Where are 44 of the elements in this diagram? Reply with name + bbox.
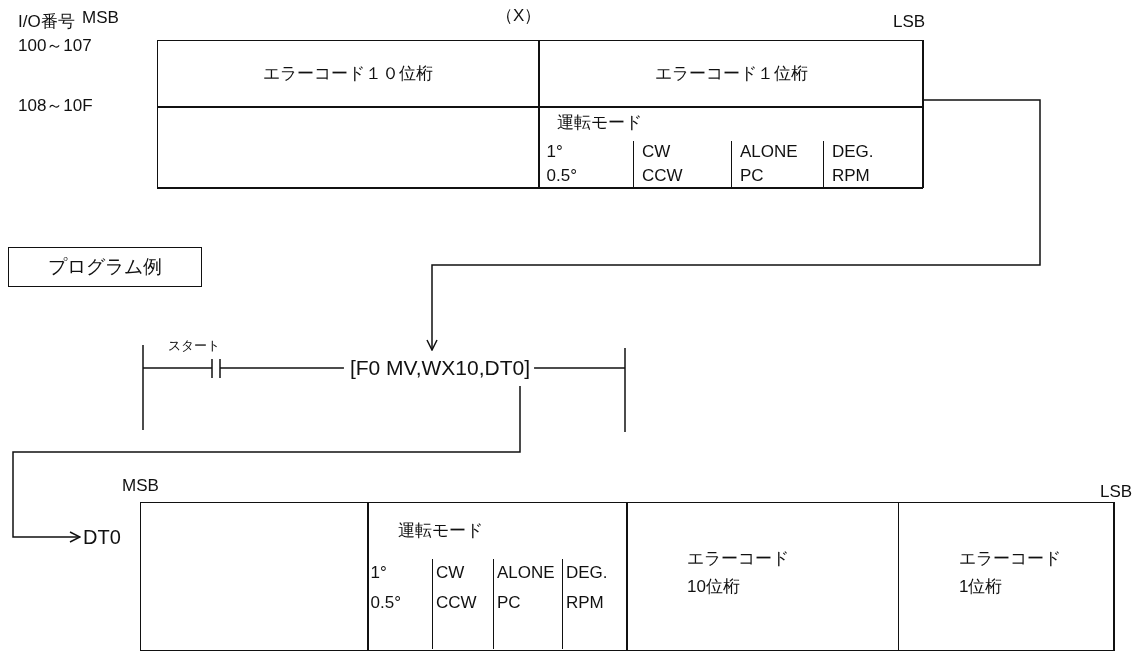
label-text: LSB	[893, 12, 926, 33]
label-text: I/O番号	[18, 12, 75, 33]
option-text: 0.5°	[546, 166, 577, 187]
table-cell	[367, 501, 628, 651]
table-cell	[156, 106, 540, 188]
option-text: CCW	[642, 166, 683, 187]
register-label: DT0	[83, 525, 121, 549]
option-text: RPM	[832, 166, 870, 187]
table-cell	[538, 106, 924, 188]
option-text: RPM	[566, 592, 604, 613]
heading-box	[8, 247, 202, 287]
option-text: CCW	[436, 592, 477, 613]
option-text: CW	[436, 562, 465, 583]
field-heading: 運転モード	[398, 520, 483, 541]
connector-arrow	[426, 99, 1041, 351]
option-text: DEG.	[832, 142, 874, 163]
cell-text: エラーコード１０位桁	[263, 63, 433, 84]
label-text: 108～10F	[18, 96, 93, 117]
label-text: 100～107	[18, 36, 92, 57]
option-text: ALONE	[740, 142, 798, 163]
label-text: スタート	[168, 338, 220, 354]
register-table	[157, 40, 923, 189]
label-text: LSB	[1100, 482, 1133, 503]
option-text: ALONE	[497, 562, 555, 583]
cell-text: エラーコード10位桁	[687, 547, 790, 599]
field-heading: 運転モード	[557, 113, 642, 134]
cell-text: エラーコード1位桁	[959, 547, 1062, 599]
option-text: DEG.	[566, 562, 608, 583]
label-text: MSB	[82, 8, 119, 29]
instruction-text: [F0 MV,WX10,DT0]	[349, 355, 531, 381]
option-text: 1°	[370, 562, 387, 583]
cell-text: エラーコード１位桁	[654, 63, 808, 84]
option-text: 1°	[546, 142, 563, 163]
cell-text: プログラム例	[48, 255, 162, 279]
option-text: CW	[642, 142, 671, 163]
register-table	[140, 502, 1115, 651]
option-text: PC	[740, 166, 764, 187]
option-text: PC	[497, 592, 521, 613]
table-cell	[156, 39, 540, 108]
table-cell	[538, 39, 924, 108]
option-text: 0.5°	[370, 592, 401, 613]
label-text: MSB	[122, 476, 159, 497]
connector-arrow	[12, 385, 521, 543]
label-text: （X）	[496, 6, 542, 27]
